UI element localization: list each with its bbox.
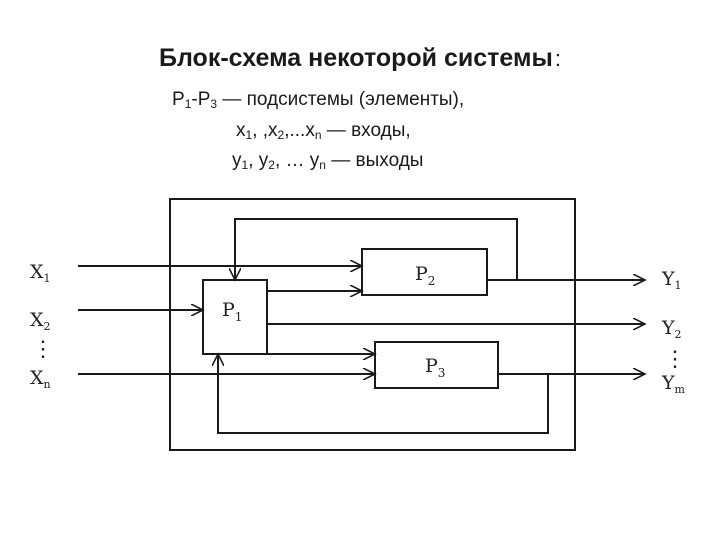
legend-y-sub-n: n: [319, 158, 326, 172]
block-p2-label: P2: [415, 263, 435, 288]
input-label-x1: X1: [30, 261, 51, 285]
legend-y-sep-2: , … y: [274, 150, 320, 171]
output-label-ym: Ym: [661, 372, 686, 396]
block-p1-label: P1: [222, 299, 242, 324]
legend-x-sep-1: , ,x: [252, 120, 278, 141]
legend-x-sub-1: 1: [245, 128, 253, 142]
legend-subsystems: P1-P3 — подсистемы (элементы),: [172, 89, 464, 111]
input-label-xn: Xn: [30, 367, 51, 391]
legend-x-sub-2: 2: [277, 128, 285, 142]
title-colon: :: [554, 46, 561, 71]
legend-x-label: x: [236, 120, 246, 141]
legend-x-sep-2: ,...x: [284, 120, 315, 141]
legend-y-sub-2: 2: [268, 158, 275, 172]
output-label-y1: Y1: [661, 268, 682, 292]
legend-p-sub-1: 1: [184, 97, 192, 111]
legend-x-sub-n: n: [314, 128, 322, 142]
legend-p-sub-3: 3: [210, 97, 218, 111]
legend-inputs: x1, ,x2,...xn — входы,: [236, 120, 411, 142]
title-text: Блок-схема некоторой системы: [159, 44, 553, 72]
feedback-bottom: [218, 354, 549, 434]
block-p2: [361, 248, 488, 296]
diagram-title: Блок-схема некоторой системы:: [0, 44, 720, 73]
block-p3: [374, 341, 499, 389]
legend-inputs-text: — входы,: [321, 120, 411, 141]
legend-p-label: P: [172, 89, 185, 110]
legend-y-sub-1: 1: [241, 158, 249, 172]
legend-outputs-text: — выходы: [325, 150, 424, 171]
legend-subsystems-text: — подсистемы (элементы),: [217, 89, 465, 110]
legend-y-sep-1: , y: [248, 150, 269, 171]
input-label-x2: X2: [30, 309, 51, 333]
output-label-y2: Y2: [661, 317, 682, 341]
block-p3-label: P3: [425, 355, 445, 380]
output-ellipsis: ⋮: [664, 347, 686, 372]
feedback-top: [235, 218, 518, 280]
legend-p-range: -P: [191, 89, 211, 110]
input-ellipsis: ⋮: [32, 337, 54, 362]
legend-outputs: y1, y2, … yn — выходы: [232, 150, 423, 172]
legend-y-label: y: [232, 150, 242, 171]
